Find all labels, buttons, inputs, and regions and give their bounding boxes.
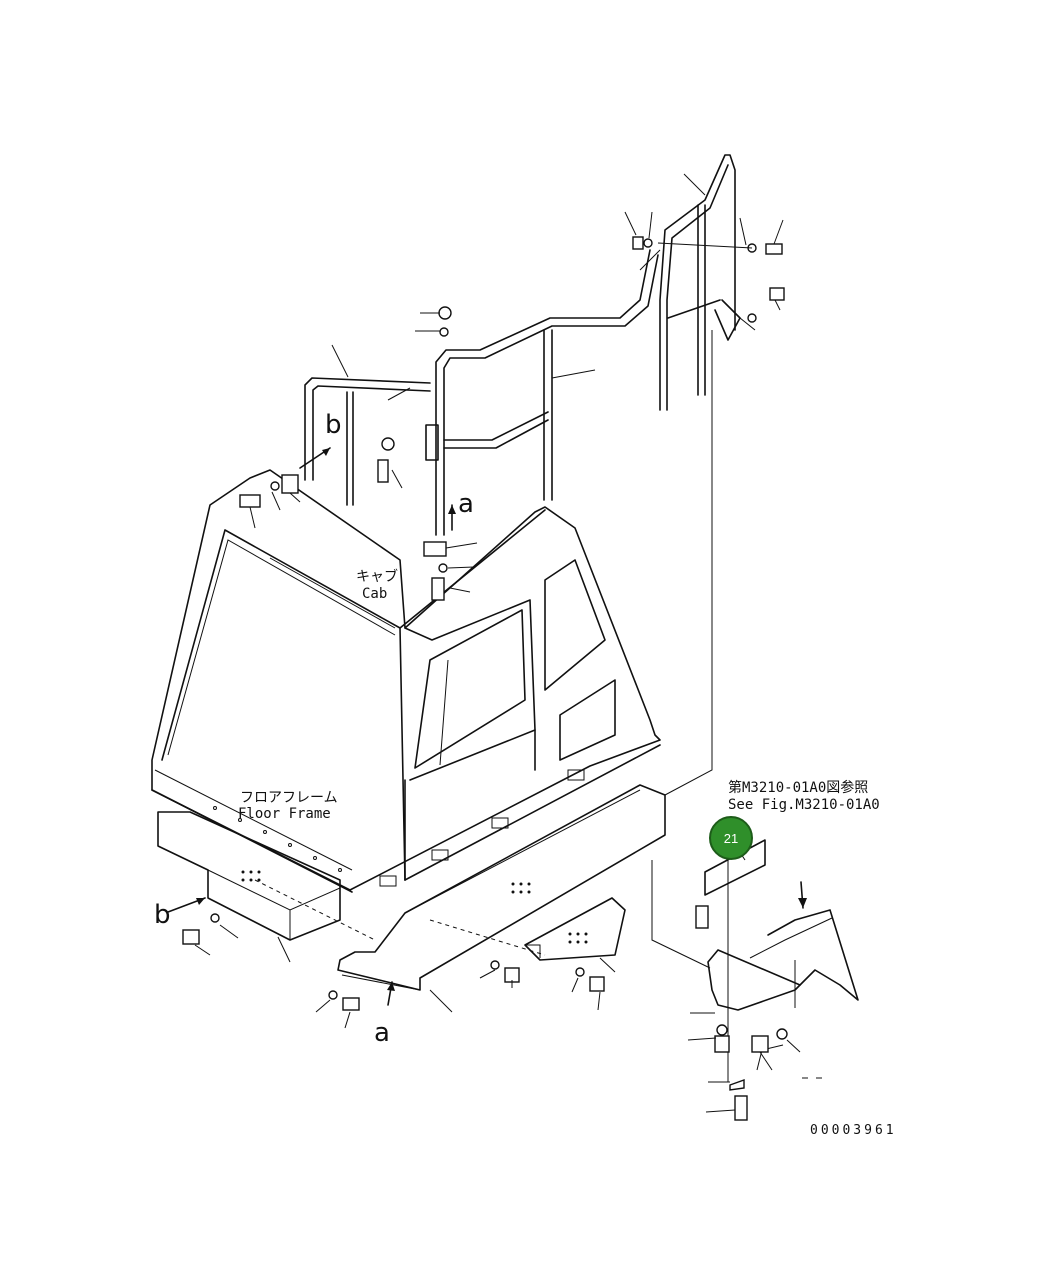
part-callout-number: 21 [723, 830, 739, 846]
floor-frame-label-japanese: フロアフレーム [240, 790, 338, 806]
see-figure-label-english: See Fig.M3210-01A0 [728, 797, 880, 813]
drawing-number: 00003961 [810, 1123, 897, 1138]
view-a-label-top: a [458, 489, 474, 519]
floor-frame-label-english: Floor Frame [238, 806, 331, 822]
cab-label-japanese: キャブ [356, 569, 398, 585]
handrail-assembly [239, 154, 785, 796]
floor-frame [157, 784, 666, 1029]
cab-body [151, 469, 661, 893]
see-figure-label-japanese: 第M3210-01A0図参照 [728, 780, 869, 796]
view-b-label-top: b [325, 410, 342, 440]
part-callout-21[interactable]: 21 [709, 816, 753, 860]
cab-label-english: Cab [362, 586, 388, 602]
right-side-cover [651, 839, 859, 1121]
view-a-label-bottom: a [374, 1018, 390, 1048]
view-b-label-bottom: b [154, 900, 171, 930]
